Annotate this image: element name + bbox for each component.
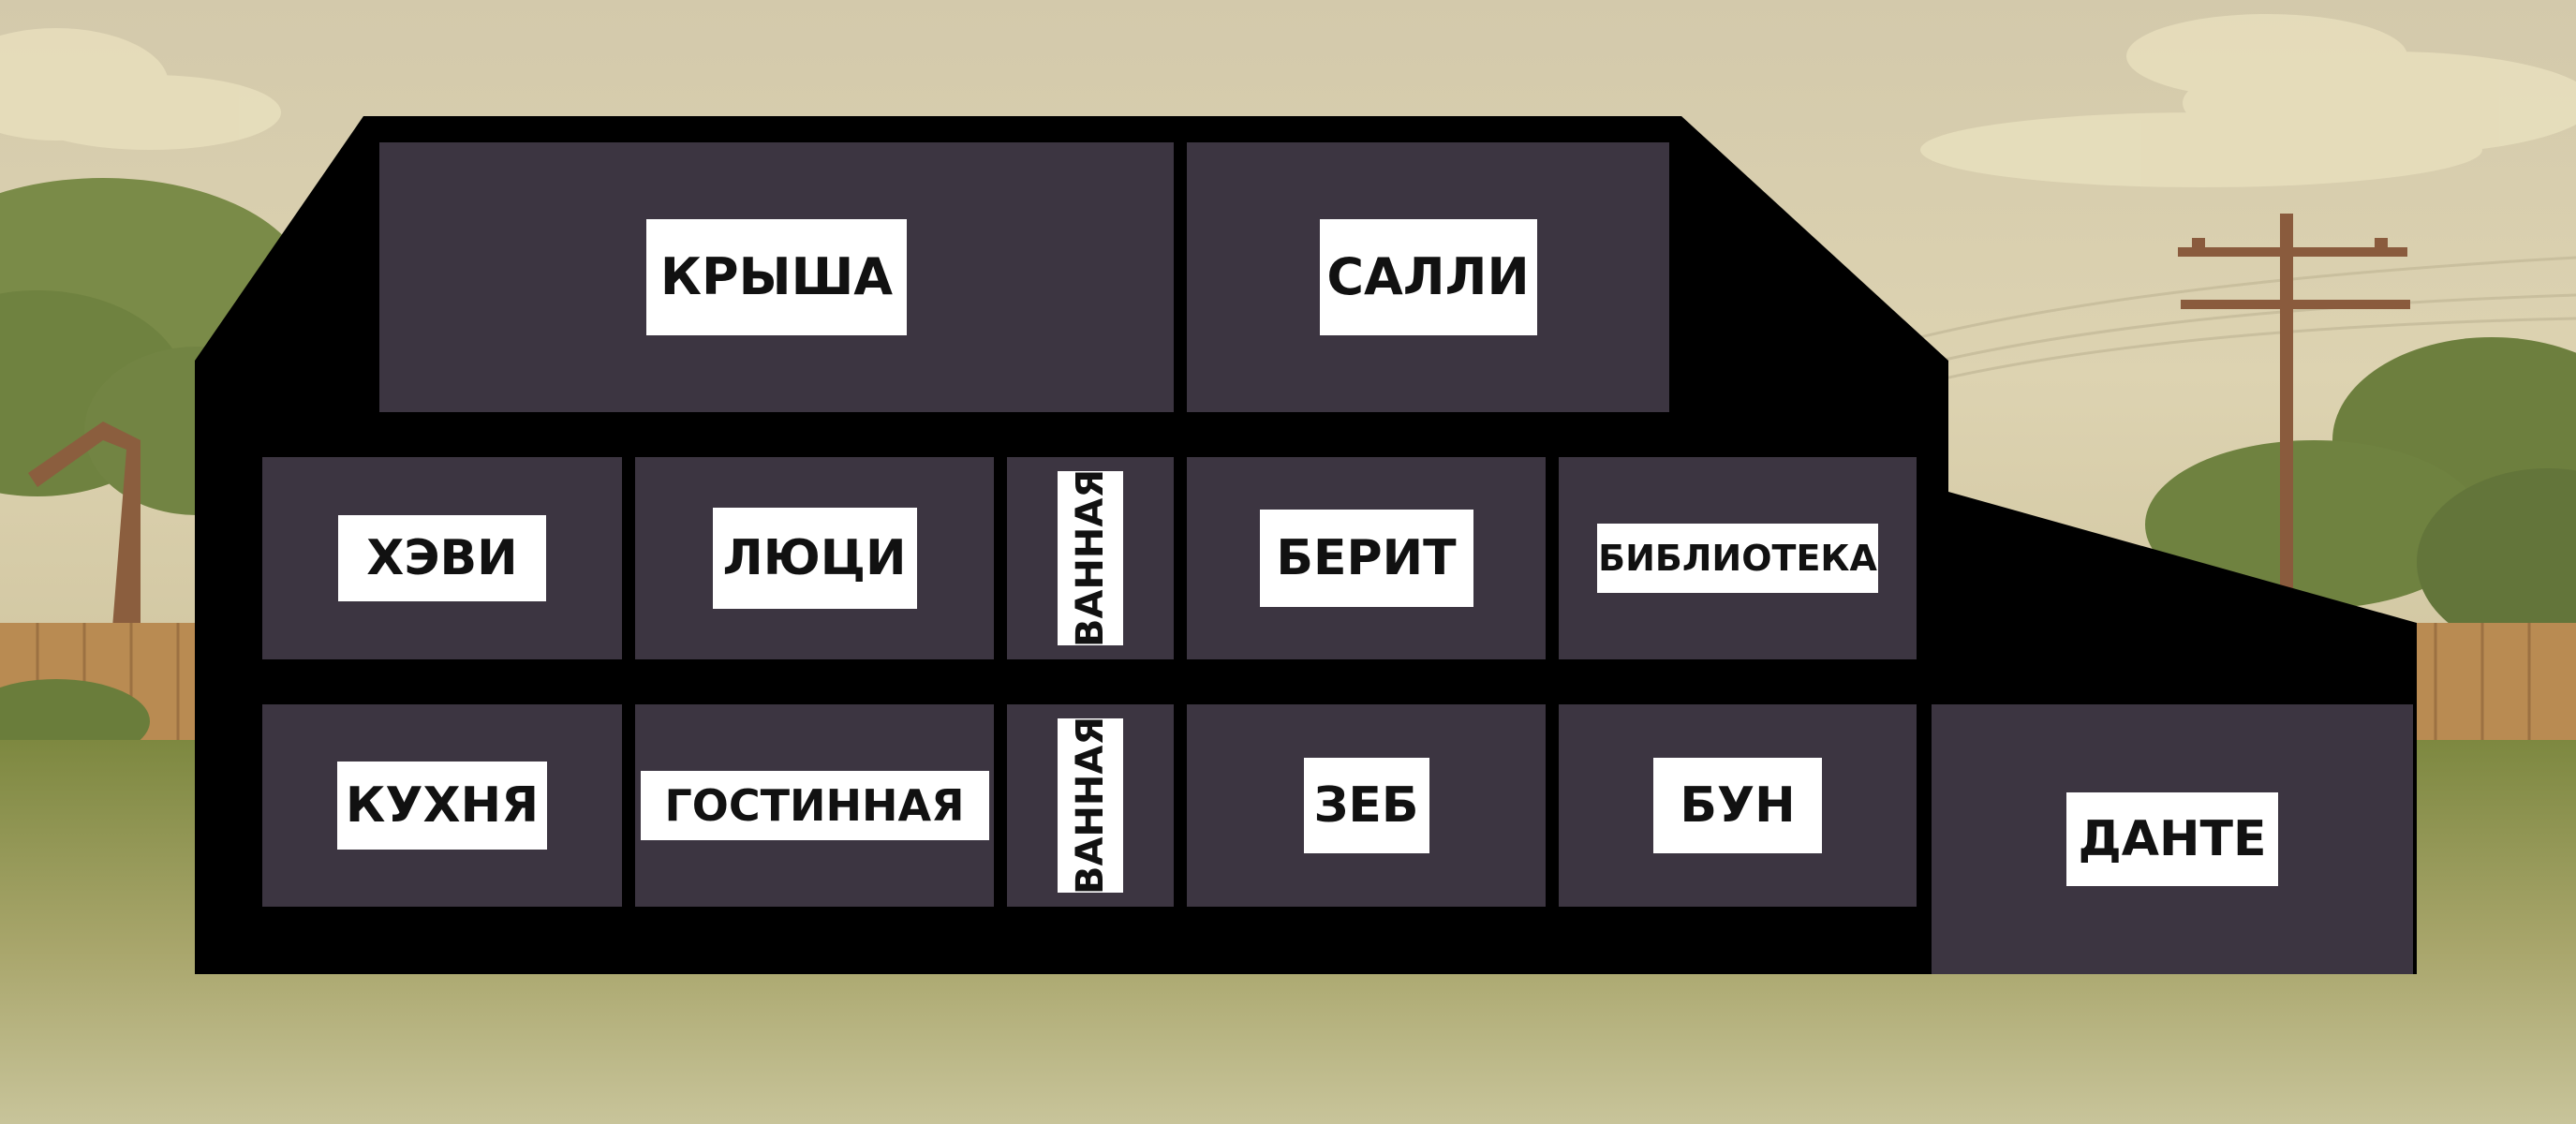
power-lines [1919,256,2576,386]
room-label-berit: БЕРИТ [1259,510,1473,607]
room-dante: ДАНТЕ [1932,704,2413,974]
room-living-room: ГОСТИННАЯ [635,704,994,907]
room-label-living-room: ГОСТИННАЯ [640,771,989,840]
room-bun: БУН [1559,704,1917,907]
room-bath-upper: ВАННАЯ [1007,457,1174,659]
room-label-bath-lower: ВАННАЯ [1058,717,1123,895]
room-zeb: ЗЕБ [1187,704,1546,907]
room-roof: КРЫША [379,142,1174,412]
room-label-roof: КРЫША [646,219,907,335]
room-sally: САЛЛИ [1187,142,1669,412]
room-label-kitchen: КУХНЯ [337,762,547,850]
room-label-zeb: ЗЕБ [1303,758,1429,853]
right-trees [2145,337,2576,656]
room-label-library: БИБЛИОТЕКА [1597,524,1878,593]
room-berit: БЕРИТ [1187,457,1546,659]
room-label-sally: САЛЛИ [1319,219,1537,335]
room-label-lucy: ЛЮЦИ [712,508,917,609]
utility-pole [2178,214,2410,607]
clouds [0,14,2576,187]
room-label-bath-upper: ВАННАЯ [1058,469,1123,647]
room-library: БИБЛИОТЕКА [1559,457,1917,659]
room-havi: ХЭВИ [262,457,622,659]
room-label-dante: ДАНТЕ [2066,792,2278,886]
room-lucy: ЛЮЦИ [635,457,994,659]
room-label-havi: ХЭВИ [338,515,546,601]
room-kitchen: КУХНЯ [262,704,622,907]
room-label-bun: БУН [1653,758,1822,853]
room-bath-lower: ВАННАЯ [1007,704,1174,907]
